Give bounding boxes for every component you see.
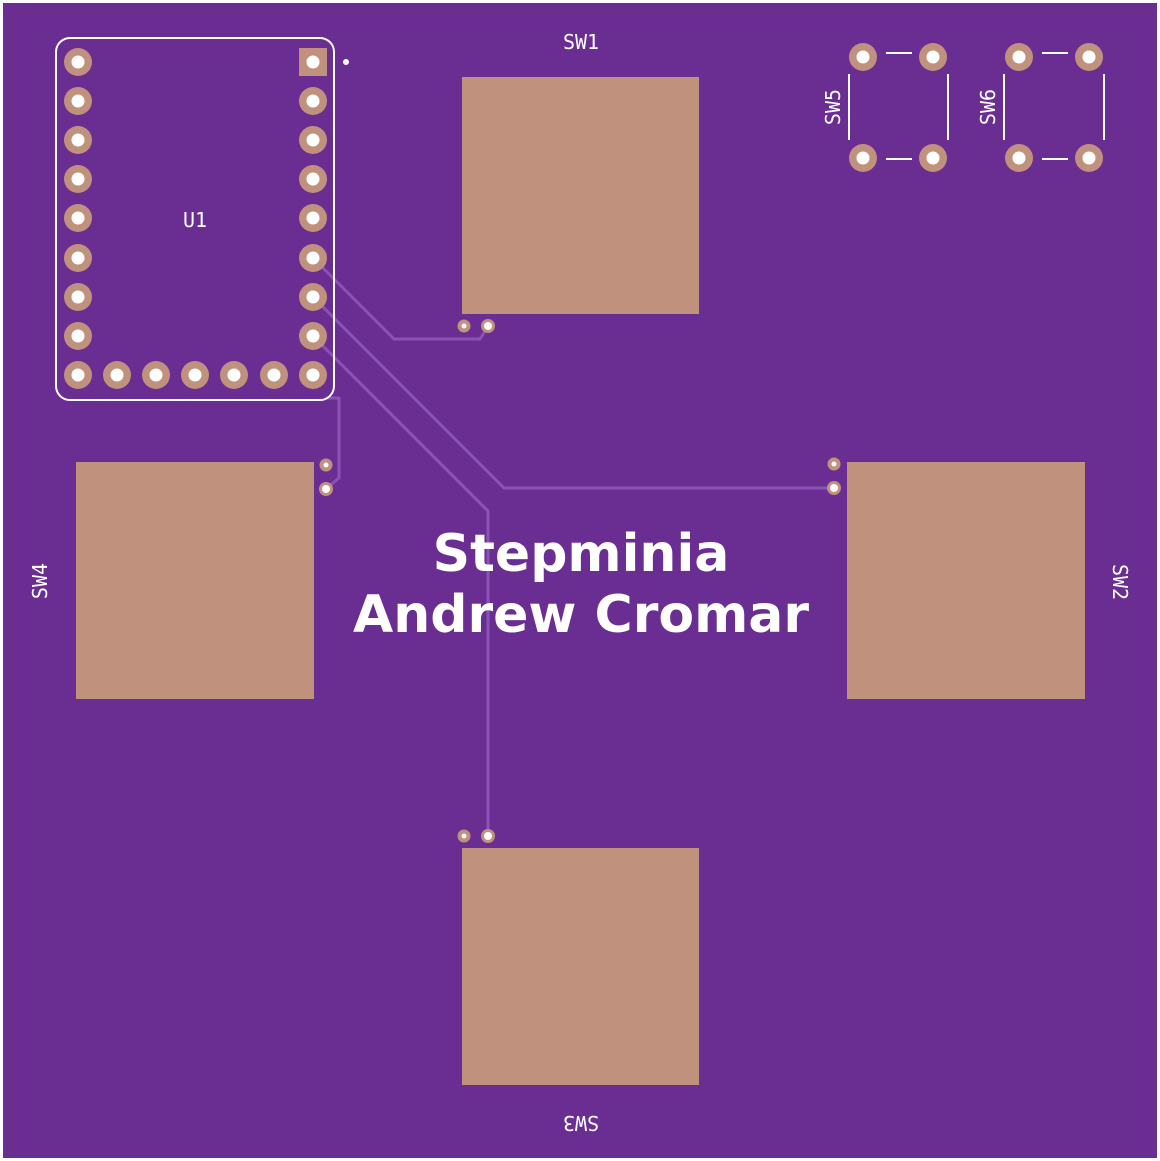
- sw4-pad: [76, 462, 314, 699]
- u1-pin-right-5-hole: [306, 211, 320, 225]
- sw3-via-1-hole: [461, 833, 467, 839]
- sw5-switch: SW5: [821, 43, 949, 172]
- u1-ref-label: U1: [183, 208, 207, 232]
- u1-outline: [55, 37, 335, 401]
- u1-pin-bottom-7-hole: [306, 368, 320, 382]
- sw5-pin-3-hole: [856, 151, 870, 165]
- u1-pin-bottom-4-hole: [188, 368, 202, 382]
- sw1-ref-label: SW1: [563, 30, 599, 54]
- traces: [311, 256, 834, 836]
- trace-sw2: [311, 295, 834, 490]
- sw2-pad: [847, 462, 1085, 699]
- sw5-pin-2-hole: [926, 50, 940, 64]
- sw4-switch: SW4: [28, 458, 333, 699]
- u1-pin-left-4-hole: [71, 172, 85, 186]
- u1-pin-right-1-hole: [306, 55, 320, 69]
- u1-module: U1: [55, 37, 349, 401]
- sw2-switch: SW2: [827, 457, 1132, 699]
- sw3-switch: SW3: [457, 829, 699, 1135]
- u1-pin-bottom-5-hole: [227, 368, 241, 382]
- trace-sw4: [325, 396, 341, 491]
- u1-pin-right-4-hole: [306, 172, 320, 186]
- u1-pin-bottom-6-hole: [267, 368, 281, 382]
- sw6-pin-4-hole: [1082, 151, 1096, 165]
- board-title: Stepminia: [433, 524, 730, 584]
- u1-pin-left-8-hole: [71, 329, 85, 343]
- u1-pin-right-3-hole: [306, 133, 320, 147]
- sw4-via-2-hole: [322, 485, 330, 493]
- u1-pin-left-6-hole: [71, 251, 85, 265]
- trace-sw1: [311, 256, 490, 341]
- u1-pin-left-2-hole: [71, 94, 85, 108]
- u1-pins: [64, 48, 327, 389]
- u1-pin-left-5-hole: [71, 211, 85, 225]
- sw6-pin-1-hole: [1012, 50, 1026, 64]
- board-author: Andrew Cromar: [353, 585, 809, 645]
- u1-pin-left-1-hole: [71, 55, 85, 69]
- sw3-ref-label: SW3: [563, 1111, 599, 1135]
- sw6-pin-2-hole: [1082, 50, 1096, 64]
- sw1-via-1-hole: [461, 323, 467, 329]
- sw6-pin-3-hole: [1012, 151, 1026, 165]
- sw5-ref-label: SW5: [821, 89, 845, 125]
- sw1-via-2-hole: [484, 322, 492, 330]
- u1-pin-right-8-hole: [306, 329, 320, 343]
- sw2-via-1-hole: [831, 461, 837, 467]
- sw1-pad: [462, 77, 699, 314]
- u1-pin-left-7-hole: [71, 290, 85, 304]
- sw6-ref-label: SW6: [976, 89, 1000, 125]
- u1-pin-right-7-hole: [306, 290, 320, 304]
- sw2-ref-label: SW2: [1108, 564, 1132, 600]
- sw5-pin-4-hole: [926, 151, 940, 165]
- sw3-via-2-hole: [484, 832, 492, 840]
- sw3-pad: [462, 848, 699, 1085]
- u1-pin-right-2-hole: [306, 94, 320, 108]
- sw4-via-1-hole: [323, 462, 329, 468]
- u1-pin-bottom-3-hole: [149, 368, 163, 382]
- sw1-switch: SW1: [457, 30, 699, 333]
- sw5-pin-1-hole: [856, 50, 870, 64]
- trace-sw3: [311, 334, 490, 836]
- u1-pin-right-6-hole: [306, 251, 320, 265]
- sw2-via-2-hole: [830, 484, 838, 492]
- u1-pin-bottom-2-hole: [110, 368, 124, 382]
- u1-pin-bottom-1-hole: [71, 368, 85, 382]
- u1-pin-left-3-hole: [71, 133, 85, 147]
- sw4-ref-label: SW4: [28, 563, 52, 599]
- sw6-switch: SW6: [976, 43, 1105, 172]
- u1-pin1-marker: [343, 59, 349, 65]
